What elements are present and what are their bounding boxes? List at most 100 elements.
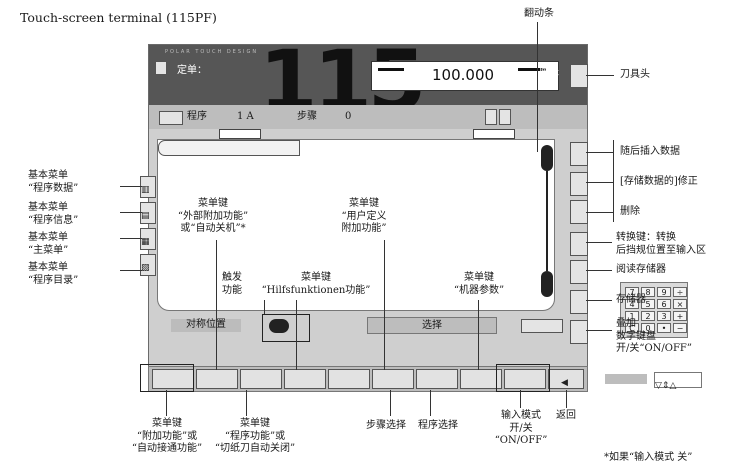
leader-additional [166, 390, 167, 416]
label-overlay-keyboard-line2: 数字键盘 [616, 330, 656, 342]
bottom-btn-program-select[interactable] [416, 369, 458, 389]
leader-program-info [120, 212, 142, 213]
label-basic-program-dir: 基本菜单 “程序目录” [28, 262, 78, 287]
keypad-key[interactable]: 3 [657, 311, 671, 321]
label-menu-program-functions-line1: 菜单键 [240, 418, 270, 429]
label-memory: 存储器 [616, 294, 646, 305]
label-menu-hilfs: 菜单键 “Hilfsfunktionen功能” [256, 272, 376, 297]
program-dir-icon: ▧ [141, 263, 150, 273]
up-triangle-icon: △ [669, 381, 677, 391]
keypad-key[interactable]: C [625, 323, 639, 333]
right-btn-switch[interactable] [570, 232, 588, 256]
keypad-key[interactable]: 9 [657, 287, 671, 297]
label-basic-program-info: 基本菜单 “程序信息” [28, 202, 78, 227]
keypad-key[interactable]: 5 [641, 299, 655, 309]
label-overlay-keyboard-line1: 叠加 [616, 318, 636, 329]
leader-input-mode [520, 390, 521, 408]
left-btn-main-menu[interactable]: ▦ [140, 228, 156, 250]
highlight-box-input-mode [496, 364, 550, 392]
label-menu-additional-line3: “自动接通功能” [131, 443, 203, 454]
bottom-btn-program-functions[interactable] [196, 369, 238, 389]
label-input-mode-line3: “ON/OFF” [494, 435, 548, 446]
keypad-key[interactable]: 1 [625, 311, 639, 321]
label-basic-program-data-line1: 基本菜单 [28, 170, 68, 181]
right-btn-knife-head[interactable] [570, 64, 588, 88]
left-btn-program-data[interactable]: ▥ [140, 176, 156, 198]
label-back: 返回 [556, 410, 576, 421]
backgauge-marker-left [219, 129, 261, 139]
keypad-key[interactable]: × [673, 299, 687, 309]
input-bar[interactable] [158, 140, 300, 156]
updown-icon: ⇕ [661, 381, 670, 391]
right-btn-read-memory[interactable] [570, 260, 588, 284]
right-btn-memory[interactable] [570, 290, 588, 314]
right-btn-correct[interactable] [570, 172, 588, 196]
bottom-btn-4[interactable] [284, 369, 326, 389]
label-menu-user-defined: 菜单键 “用户定义 附加功能” [324, 198, 404, 236]
label-menu-program-functions-line3: “切纸刀自动关闭” [214, 443, 296, 454]
leader-main-menu [120, 238, 142, 239]
label-read-memory: 阅读存储器 [616, 264, 666, 275]
label-basic-program-info-line2: “程序信息” [28, 214, 79, 226]
leader-user-defined [384, 240, 385, 370]
keypad-key[interactable]: 0 [641, 323, 655, 333]
leader-delete [586, 212, 614, 213]
keypad-key[interactable]: ÷ [673, 287, 687, 297]
label-menu-additional-line1: 菜单键 [152, 418, 182, 429]
label-trigger-function-line1: 触发 [222, 272, 242, 283]
screen-top-band: POLAR TOUCH DESIGN 定单： 115 100.000 厘米 [149, 45, 587, 123]
step-value: 0 [345, 111, 352, 122]
label-menu-program-functions: 菜单键 “程序功能”或 “切纸刀自动关闭” [200, 418, 310, 456]
label-input-mode-line1: 输入模式 [501, 410, 541, 421]
label-menu-external: 菜单键 “外部附加功能” 或“自动关机”* [158, 198, 268, 236]
leader-trigger [264, 300, 265, 314]
label-menu-external-line2: “外部附加功能” [177, 210, 249, 222]
unit-label: 厘米 [539, 67, 559, 78]
bottom-btn-8[interactable] [460, 369, 502, 389]
label-switch-key: 转换键：转换 后挡规位置至输入区 [616, 232, 706, 257]
trigger-button[interactable] [269, 319, 289, 333]
keypad-key[interactable]: • [657, 323, 671, 333]
leader-switch [586, 242, 612, 243]
keypad-key[interactable]: 2 [641, 311, 655, 321]
select-button[interactable]: 选择 [367, 317, 497, 334]
scrollbar-down[interactable] [541, 271, 553, 297]
filter-icon-2 [499, 109, 511, 125]
program-data-icon: ▥ [141, 185, 150, 195]
keypad-key[interactable]: 7 [625, 287, 639, 297]
leader-right-bracket [613, 140, 614, 222]
label-trigger-function-line2: 功能 [222, 284, 242, 296]
work-area [157, 139, 555, 311]
label-menu-program-functions-line2: “程序功能”或 [224, 430, 286, 442]
main-menu-icon: ▦ [141, 237, 150, 247]
label-menu-user-defined-line3: 附加功能” [341, 223, 387, 234]
bottom-btn-step-select[interactable] [372, 369, 414, 389]
program-label: 程序 [187, 111, 207, 122]
filter-icon-1 [485, 109, 497, 125]
scrollbar-up[interactable] [541, 145, 553, 171]
step-label: 步骤 [297, 111, 317, 122]
left-btn-program-dir[interactable]: ▧ [140, 254, 156, 276]
label-input-mode-line2: 开/关 [509, 422, 533, 434]
back-arrow-icon: ◀ [561, 378, 568, 388]
program-row: 程序 1 A 步骤 0 [149, 105, 587, 129]
left-btn-program-info[interactable]: ▤ [140, 202, 156, 224]
program-icon [159, 111, 183, 125]
right-btn-insert[interactable] [570, 142, 588, 166]
keypad-key[interactable]: 4 [625, 299, 639, 309]
bottom-btn-input-mode[interactable] [504, 369, 546, 389]
keypad-key[interactable]: + [673, 311, 687, 321]
label-menu-machine-params-line1: 菜单键 [464, 272, 494, 283]
right-btn-keyboard[interactable] [570, 320, 588, 344]
bottom-btn-3[interactable] [240, 369, 282, 389]
keypad-key[interactable]: 6 [657, 299, 671, 309]
bottom-btn-5[interactable] [328, 369, 370, 389]
keypad-key[interactable]: 8 [641, 287, 655, 297]
scrollbar-track[interactable] [546, 171, 548, 271]
arrow-controls[interactable]: ▽⇕△ [654, 372, 702, 391]
bottom-btn-back[interactable]: ◀ [548, 369, 584, 389]
leader-scrollbar [537, 22, 538, 152]
keypad-key[interactable]: − [673, 323, 687, 333]
leader-back [566, 390, 567, 408]
label-input-mode: 输入模式 开/关 “ON/OFF” [488, 410, 554, 448]
